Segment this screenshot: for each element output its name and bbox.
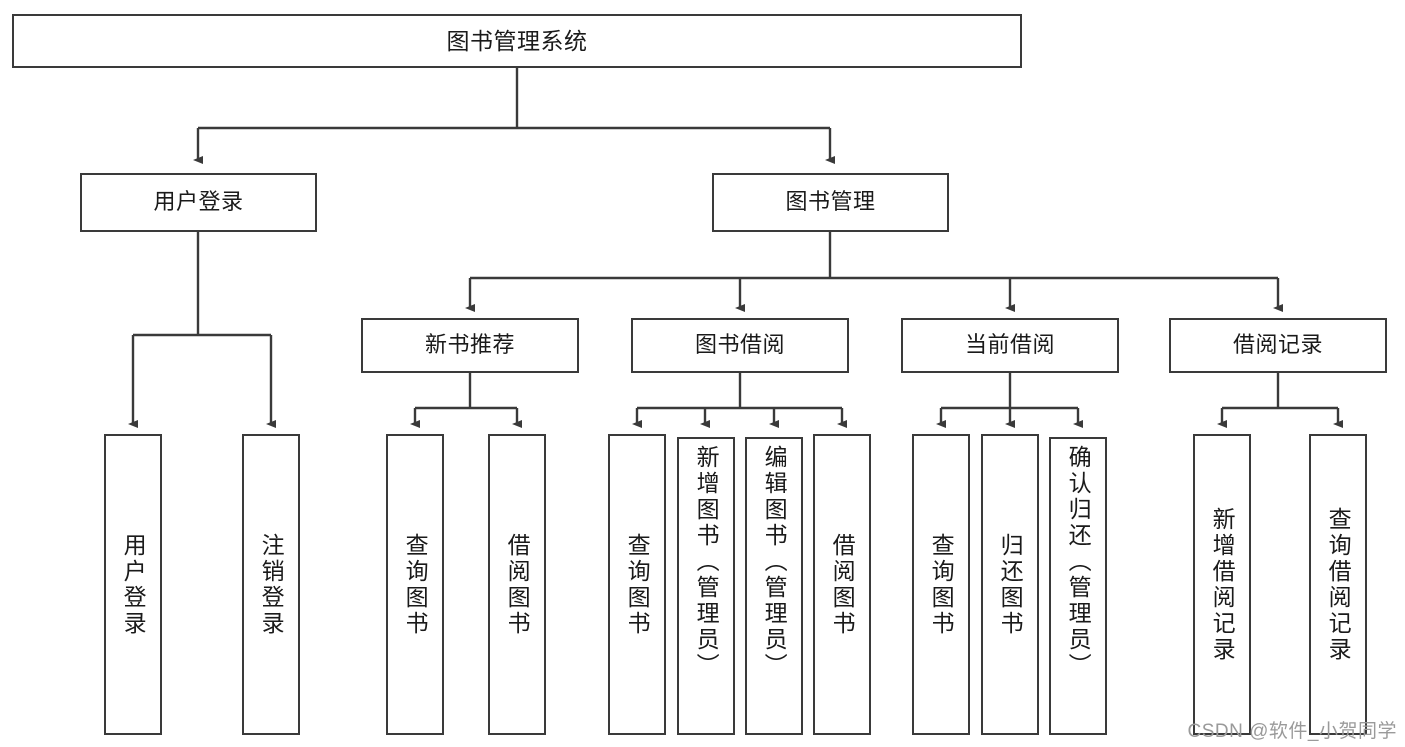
- leaf-query-book-borrow[interactable]: 查询图书: [608, 434, 666, 735]
- node-label: 图书借阅: [694, 332, 785, 358]
- node-borrow-record[interactable]: 借阅记录: [1169, 318, 1387, 373]
- leaf-user-login[interactable]: 用户登录: [104, 434, 162, 735]
- node-root-system[interactable]: 图书管理系统: [12, 14, 1022, 68]
- node-label: 用户登录: [120, 532, 147, 637]
- node-book-borrow[interactable]: 图书借阅: [631, 318, 849, 373]
- node-current-borrow[interactable]: 当前借阅: [901, 318, 1119, 373]
- node-label: 查询图书: [928, 532, 955, 637]
- leaf-logout[interactable]: 注销登录: [242, 434, 300, 735]
- leaf-borrow-book[interactable]: 借阅图书: [813, 434, 871, 735]
- node-label: 确认归还（管理员）: [1065, 445, 1092, 679]
- node-label: 新书推荐: [424, 332, 515, 358]
- leaf-return-book[interactable]: 归还图书: [981, 434, 1039, 735]
- node-label: 当前借阅: [964, 332, 1055, 358]
- node-label: 新增借阅记录: [1209, 506, 1236, 663]
- node-label: 图书管理: [785, 189, 876, 215]
- node-user-login[interactable]: 用户登录: [80, 173, 317, 232]
- node-label: 归还图书: [997, 532, 1024, 637]
- node-label: 新增图书（管理员）: [693, 445, 720, 679]
- leaf-add-book-admin[interactable]: 新增图书（管理员）: [677, 437, 735, 735]
- node-book-management[interactable]: 图书管理: [712, 173, 949, 232]
- node-label: 借阅记录: [1232, 332, 1323, 358]
- node-label: 用户登录: [153, 189, 244, 215]
- node-label: 图书管理系统: [446, 27, 588, 54]
- leaf-confirm-return-admin[interactable]: 确认归还（管理员）: [1049, 437, 1107, 735]
- node-label: 借阅图书: [504, 532, 531, 637]
- leaf-query-book-current[interactable]: 查询图书: [912, 434, 970, 735]
- node-label: 查询图书: [624, 532, 651, 637]
- node-label: 查询借阅记录: [1325, 506, 1352, 663]
- node-label: 编辑图书（管理员）: [761, 445, 788, 679]
- node-new-book-recommend[interactable]: 新书推荐: [361, 318, 579, 373]
- node-label: 查询图书: [402, 532, 429, 637]
- node-label: 注销登录: [258, 532, 285, 637]
- leaf-query-borrow-record[interactable]: 查询借阅记录: [1309, 434, 1367, 735]
- leaf-query-book-recommend[interactable]: 查询图书: [386, 434, 444, 735]
- watermark-text: CSDN @软件_小贺同学: [1187, 721, 1397, 742]
- leaf-add-borrow-record[interactable]: 新增借阅记录: [1193, 434, 1251, 735]
- leaf-borrow-book-recommend[interactable]: 借阅图书: [488, 434, 546, 735]
- node-label: 借阅图书: [829, 532, 856, 637]
- leaf-edit-book-admin[interactable]: 编辑图书（管理员）: [745, 437, 803, 735]
